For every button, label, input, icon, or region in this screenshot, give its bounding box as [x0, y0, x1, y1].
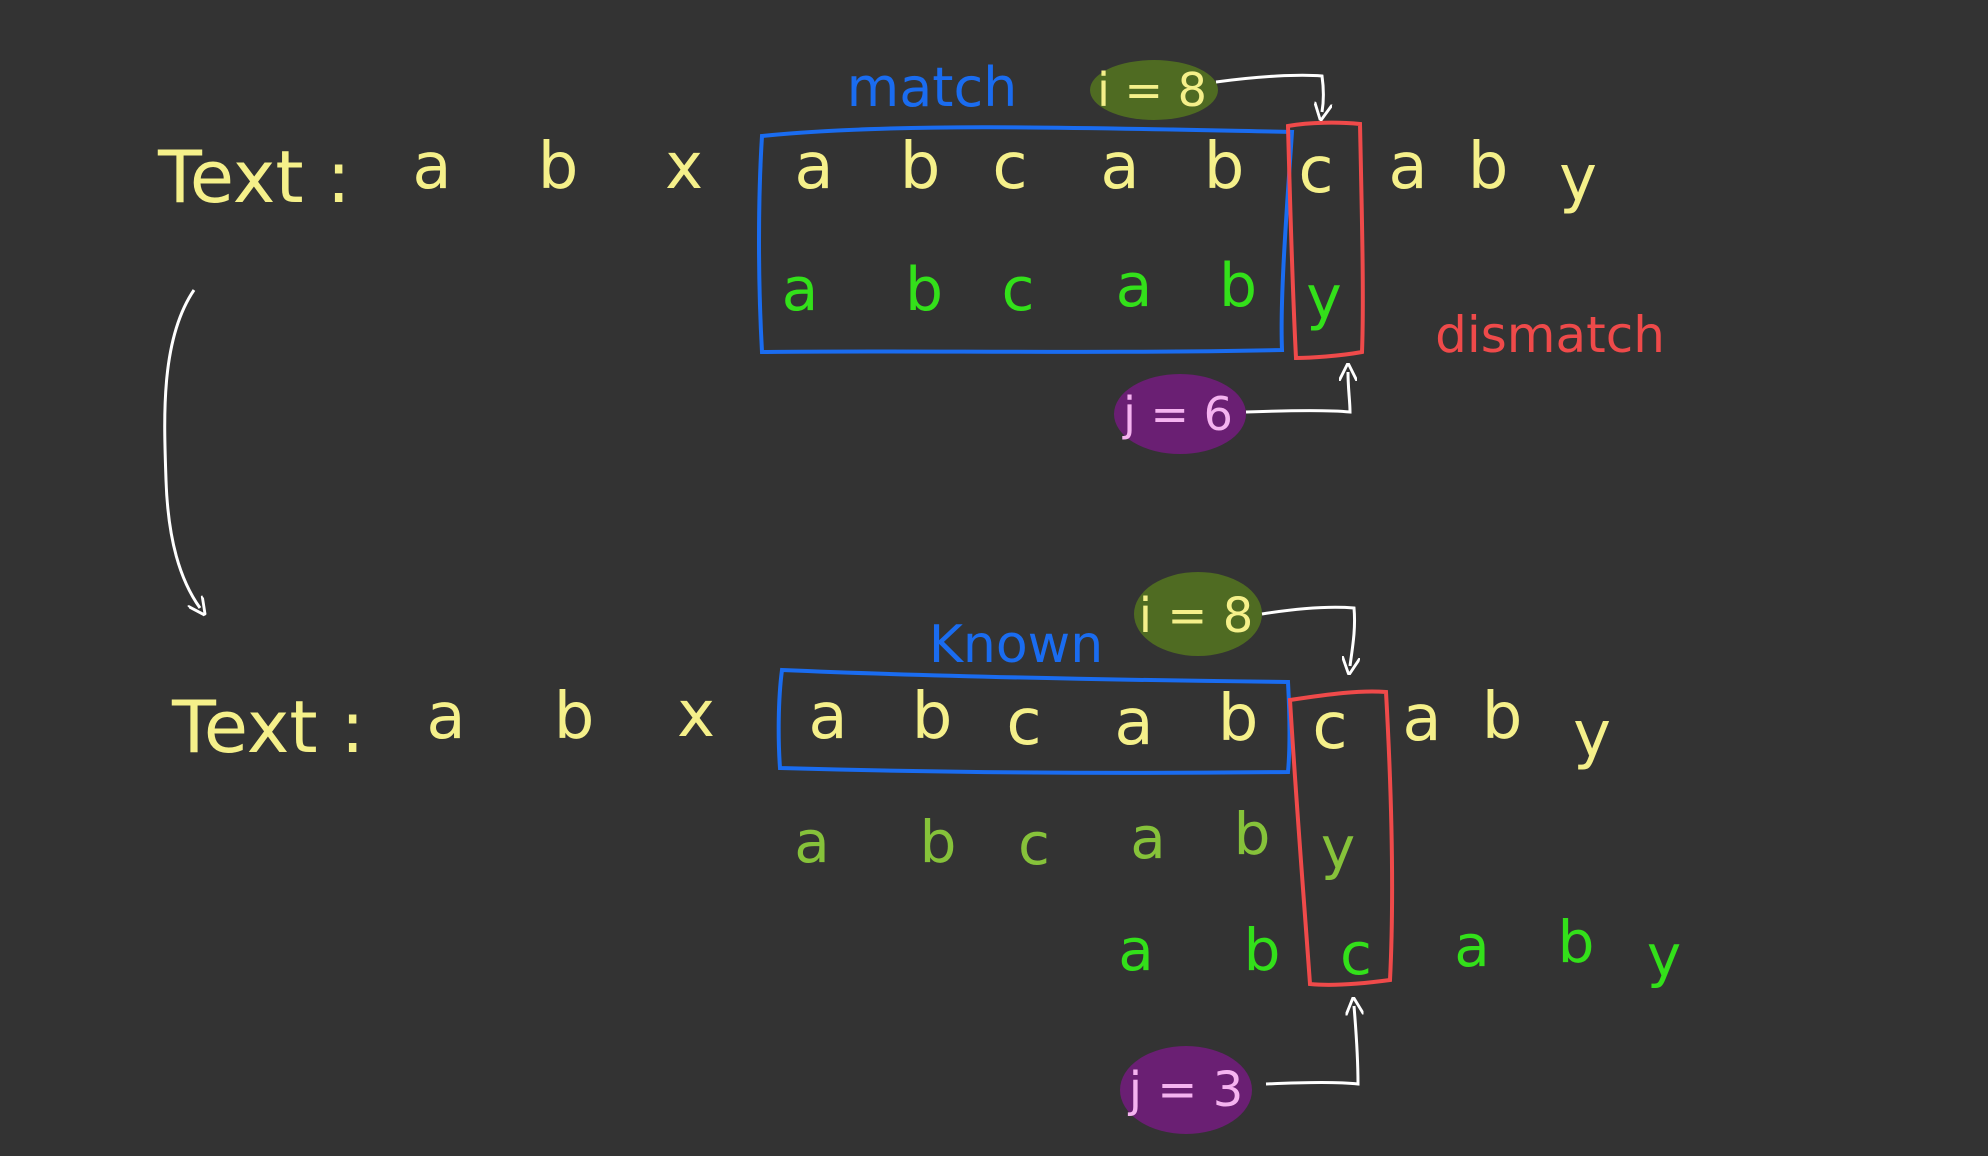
step2-i-badge: [1134, 572, 1262, 656]
step2-j-label: j = 3: [1128, 1062, 1244, 1118]
step2-text-char: a: [426, 680, 465, 754]
step1-i-badge: [1090, 60, 1218, 120]
step2-new-pattern-char: b: [1244, 916, 1281, 984]
step1-text-char: a: [794, 130, 833, 204]
step1-i-label: i = 8: [1097, 63, 1207, 117]
step1-match-box: [757, 125, 1295, 355]
step2-text-char: c: [1312, 690, 1347, 764]
step2-text-char: a: [1402, 682, 1441, 756]
step1-text-char: a: [1100, 130, 1139, 204]
step2-text-char: y: [1573, 698, 1611, 772]
step2-new-pattern-char: a: [1454, 912, 1490, 980]
step1-mismatch-label: dismatch: [1435, 306, 1665, 364]
step2-text-char: x: [677, 678, 715, 752]
step1-j-badge: [1114, 374, 1246, 454]
step1-match-label: match: [847, 56, 1018, 119]
step1-j-arrow: [1245, 372, 1350, 414]
step2-new-pattern-char: a: [1118, 916, 1154, 984]
step2-new-pattern-char: b: [1558, 908, 1595, 976]
step2-new-pattern-char: c: [1340, 920, 1372, 988]
step2-j-badge: [1120, 1046, 1252, 1134]
transition-arrow: [163, 289, 200, 608]
step2-old-pattern-char: a: [794, 808, 830, 876]
step1-text-char: x: [665, 130, 703, 204]
step2-text-char: b: [1218, 682, 1259, 756]
step2-text-char: b: [1482, 680, 1523, 754]
step1-text-row: a b x a b c a b c a b y: [412, 130, 1597, 216]
step1-text-char: c: [1298, 134, 1333, 208]
step2-old-pattern-char: c: [1018, 810, 1050, 878]
step1-text-char: a: [1388, 130, 1427, 204]
step1-pattern-char: y: [1306, 263, 1342, 333]
step1-pattern-char: b: [905, 255, 943, 325]
step2-text-char: a: [1114, 686, 1153, 760]
step2-text-char: b: [912, 680, 953, 754]
step2-known-box: [776, 667, 1292, 775]
step1-text-char: c: [992, 130, 1027, 204]
step1-pattern-char: a: [1116, 251, 1153, 321]
step2-old-pattern-char: y: [1321, 814, 1355, 882]
step1-j-label: j = 6: [1122, 387, 1233, 441]
step2-old-pattern-char: a: [1130, 804, 1166, 872]
step1-pattern-row: a b c a b y: [782, 251, 1342, 333]
step1-i-arrow: [1215, 73, 1324, 112]
step1-text-char: a: [412, 130, 451, 204]
step1-pattern-char: a: [782, 255, 819, 325]
step1-text-char: b: [1204, 130, 1245, 204]
step1-text-char: b: [538, 130, 579, 204]
step2-mismatch-box: [1287, 689, 1395, 987]
step1-pattern-char: b: [1219, 251, 1257, 321]
step2-text-row: a b x a b c a b c a b y: [426, 678, 1611, 772]
step1-pattern-char: c: [1002, 255, 1035, 325]
step1-mismatch-box: [1285, 120, 1365, 361]
step2-known-label: Known: [929, 615, 1103, 675]
step2-text-label: Text :: [171, 685, 365, 769]
step1-text-char: b: [900, 130, 941, 204]
step2-old-pattern-row: a b c a b y: [794, 800, 1355, 882]
step1-text-label: Text :: [157, 135, 351, 219]
step1-group: Text : a b x a b c a b c a b y a b c a b…: [157, 56, 1665, 454]
step2-new-pattern-row: a b c a b y: [1118, 908, 1681, 990]
step2-j-arrow: [1265, 1006, 1358, 1086]
step2-i-arrow: [1261, 605, 1355, 666]
step1-text-char: b: [1468, 130, 1509, 204]
step2-text-char: c: [1006, 686, 1041, 760]
step2-text-char: a: [808, 680, 847, 754]
step2-old-pattern-char: b: [1234, 800, 1271, 868]
step2-old-pattern-char: b: [920, 808, 957, 876]
step1-text-char: y: [1559, 142, 1597, 216]
step2-new-pattern-char: y: [1647, 922, 1681, 990]
step2-i-label: i = 8: [1139, 588, 1254, 644]
step2-group: Text : a b x a b c a b c a b y a b c a b…: [171, 572, 1681, 1134]
step2-text-char: b: [554, 680, 595, 754]
